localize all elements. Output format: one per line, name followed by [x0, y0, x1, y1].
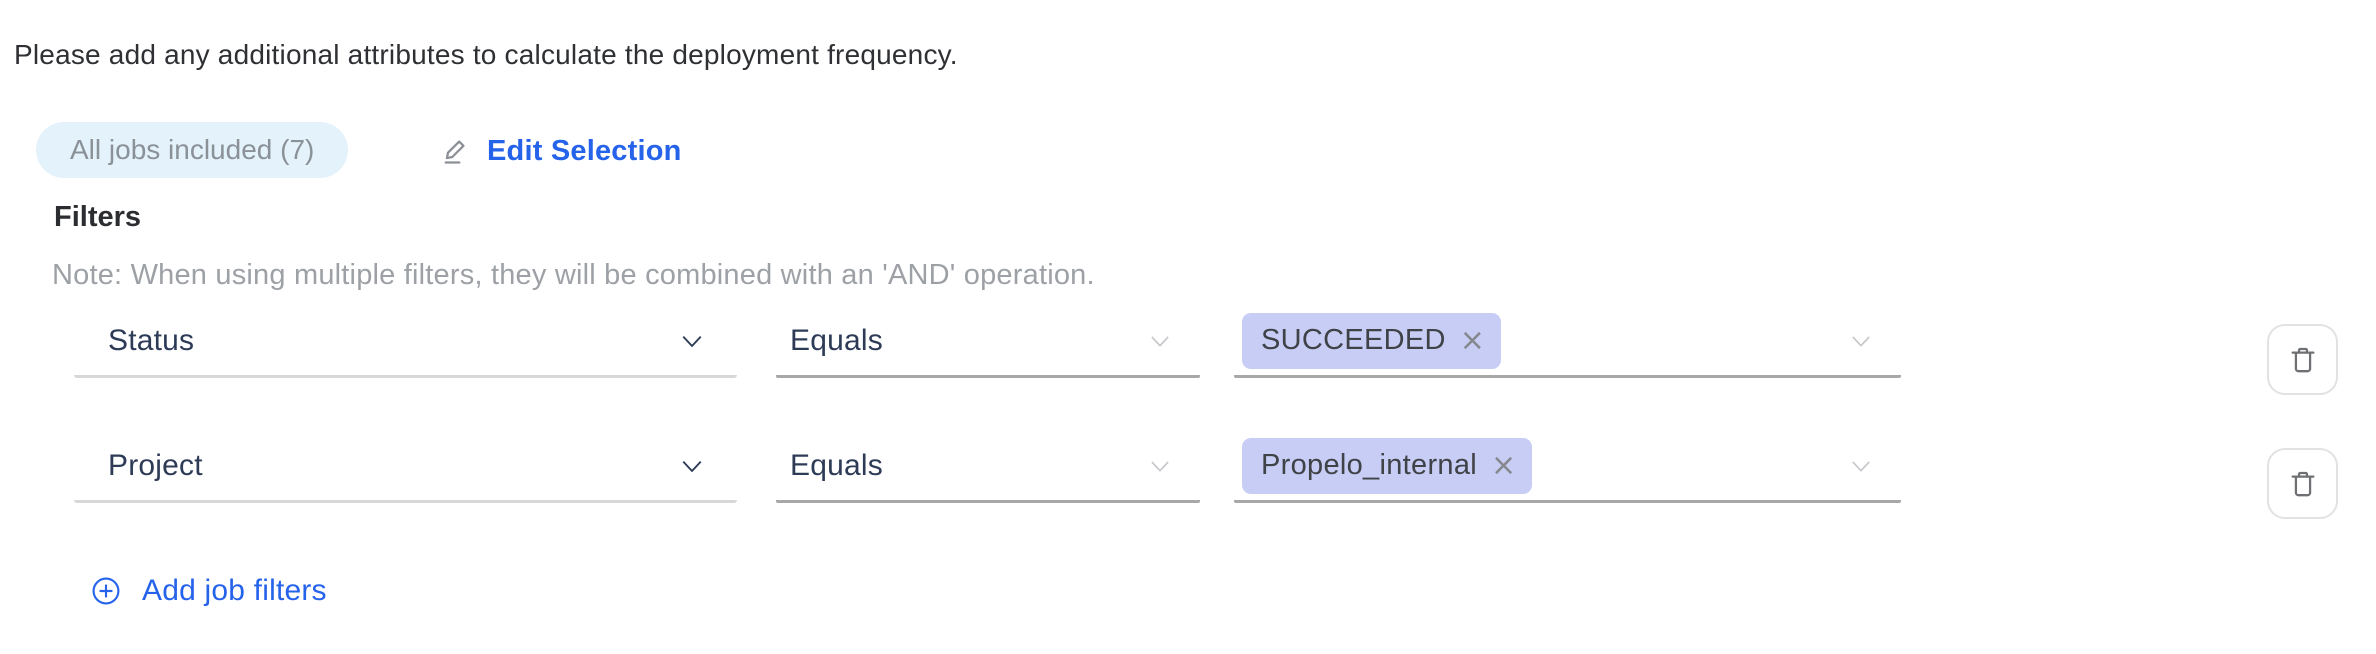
delete-filter-button[interactable] [2267, 448, 2338, 519]
filter-operator-value: Equals [790, 448, 883, 482]
tag-remove-icon[interactable]: × [1459, 322, 1485, 358]
chevron-down-icon [1146, 327, 1174, 355]
selected-value-tag: Propelo_internal × [1242, 437, 1533, 494]
filter-field-value: Status [108, 323, 195, 357]
trash-icon [2286, 343, 2320, 377]
edit-selection-link[interactable]: Edit Selection [440, 131, 682, 171]
selected-value-tag: SUCCEEDED × [1242, 312, 1501, 369]
chevron-down-icon [677, 326, 707, 356]
filters-heading: Filters [54, 201, 142, 233]
delete-filter-button[interactable] [2267, 324, 2338, 395]
filter-operator-select[interactable]: Equals [776, 431, 1200, 503]
chevron-down-icon [1146, 452, 1174, 480]
jobs-included-badge: All jobs included (7) [36, 122, 349, 178]
filter-values-select[interactable]: SUCCEEDED × [1234, 306, 1901, 378]
plus-circle-icon [90, 575, 122, 607]
panel-description: Please add any additional attributes to … [14, 39, 958, 70]
filter-field-select[interactable]: Status [74, 306, 737, 378]
tag-remove-icon[interactable]: × [1491, 447, 1517, 483]
edit-selection-label: Edit Selection [487, 134, 682, 167]
tag-label: SUCCEEDED [1261, 324, 1446, 356]
tag-label: Propelo_internal [1261, 449, 1477, 481]
chevron-down-icon [677, 451, 707, 481]
chevron-down-icon [1847, 452, 1875, 480]
add-job-filters-button[interactable]: Add job filters [90, 572, 327, 610]
filters-note: Note: When using multiple filters, they … [52, 259, 1095, 291]
chevron-down-icon [1847, 327, 1875, 355]
filter-values-select[interactable]: Propelo_internal × [1234, 431, 1901, 503]
filter-field-select[interactable]: Project [74, 431, 737, 503]
add-job-filters-label: Add job filters [142, 574, 327, 607]
filter-operator-value: Equals [790, 323, 883, 357]
trash-icon [2286, 467, 2320, 501]
filter-operator-select[interactable]: Equals [776, 306, 1200, 378]
pencil-icon [440, 135, 472, 167]
filter-field-value: Project [108, 448, 203, 482]
